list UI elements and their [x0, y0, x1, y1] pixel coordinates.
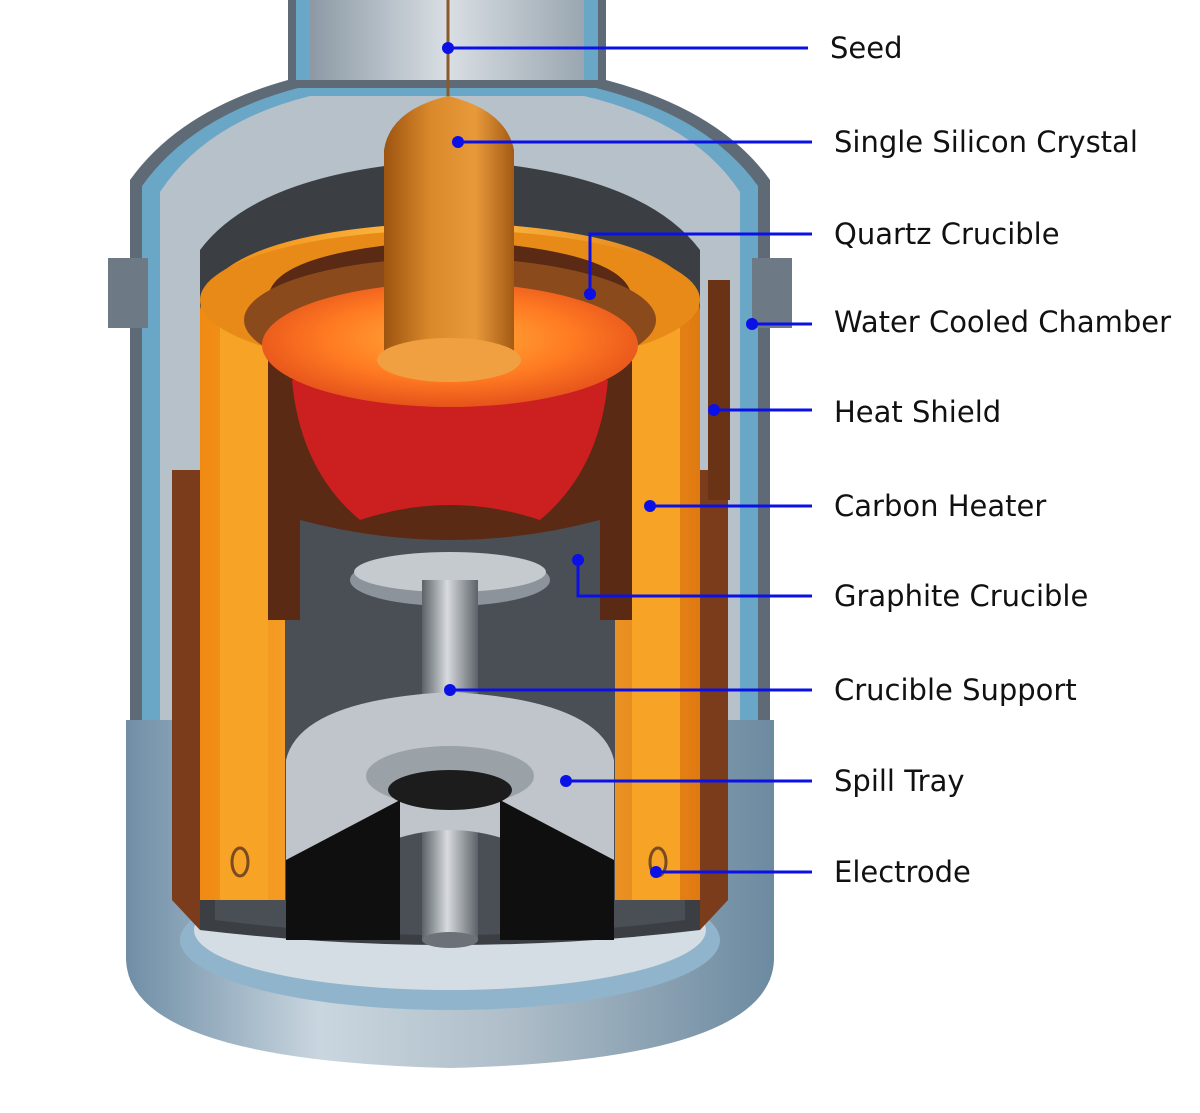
label-carbon-heater: Carbon Heater: [834, 489, 1046, 523]
label-crucible-support: Crucible Support: [834, 673, 1077, 707]
label-heat-shield: Heat Shield: [834, 395, 1001, 429]
callout-spill-tray: Spill Tray: [560, 764, 965, 798]
label-graphite-crucible: Graphite Crucible: [834, 579, 1088, 613]
callout-single-silicon-crystal: Single Silicon Crystal: [452, 125, 1138, 159]
callout-heat-shield: Heat Shield: [708, 395, 1001, 429]
label-water-cooled-chamber: Water Cooled Chamber: [834, 305, 1171, 339]
spill-tray: [286, 692, 614, 940]
label-single-silicon-crystal: Single Silicon Crystal: [834, 125, 1138, 159]
label-spill-tray: Spill Tray: [834, 764, 965, 798]
heat-shield: [172, 280, 730, 930]
label-seed: Seed: [830, 31, 903, 65]
single-silicon-crystal: [377, 0, 521, 382]
callout-crucible-support: Crucible Support: [444, 673, 1077, 707]
callout-electrode: Electrode: [650, 855, 971, 889]
callout-graphite-crucible: Graphite Crucible: [572, 554, 1088, 613]
label-electrode: Electrode: [834, 855, 971, 889]
callout-seed: Seed: [442, 31, 903, 65]
callout-quartz-crucible: Quartz Crucible: [584, 217, 1060, 300]
label-quartz-crucible: Quartz Crucible: [834, 217, 1060, 251]
callout-water-cooled-chamber: Water Cooled Chamber: [746, 305, 1171, 339]
callout-carbon-heater: Carbon Heater: [644, 489, 1046, 523]
callouts: Seed Single Silicon Crystal Quartz Cruci…: [442, 31, 1171, 889]
